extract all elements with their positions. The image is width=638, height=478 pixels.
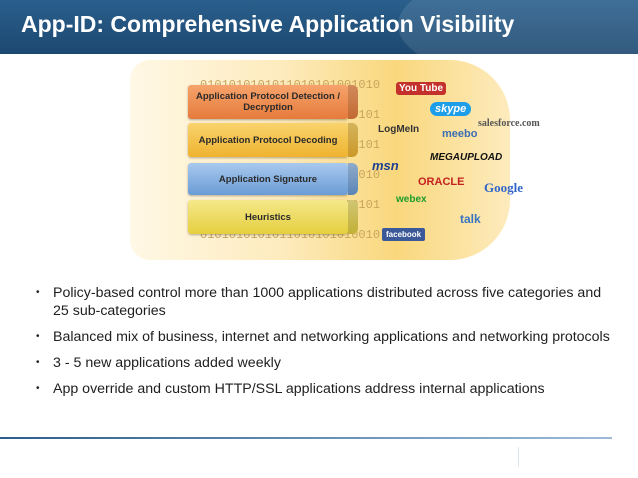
bullet-item: App override and custom HTTP/SSL applica… bbox=[32, 380, 617, 398]
msn-logo: msn bbox=[372, 158, 399, 173]
footer-tick-mark bbox=[518, 447, 519, 467]
slide-header: App-ID: Comprehensive Application Visibi… bbox=[0, 0, 638, 54]
logmein-logo: LogMeIn bbox=[378, 124, 420, 135]
footer-divider bbox=[0, 437, 612, 439]
salesforce-logo: salesforce.com bbox=[478, 118, 540, 129]
google-talk-logo: talk bbox=[460, 212, 481, 226]
bullet-item: Balanced mix of business, internet and n… bbox=[32, 328, 617, 346]
layer-protocol-detection: Application Protocol Detection / Decrypt… bbox=[188, 85, 348, 119]
header-swoosh-decoration bbox=[398, 0, 638, 54]
bullet-item: Policy-based control more than 1000 appl… bbox=[32, 284, 617, 320]
oracle-logo: ORACLE bbox=[418, 176, 465, 188]
youtube-logo: You Tube bbox=[396, 82, 447, 95]
skype-logo: skype bbox=[430, 102, 472, 116]
megaupload-logo: MEGAUPLOAD bbox=[430, 152, 503, 163]
layer-application-signature: Application Signature bbox=[188, 163, 348, 195]
google-logo: Google bbox=[484, 180, 523, 195]
facebook-logo: facebook bbox=[382, 228, 426, 241]
bullet-list: Policy-based control more than 1000 appl… bbox=[32, 284, 617, 406]
layer-protocol-decoding: Application Protocol Decoding bbox=[188, 123, 348, 157]
app-id-diagram: 0101010101011010101001010 10101010101010… bbox=[130, 60, 550, 260]
meebo-logo: meebo bbox=[442, 128, 478, 140]
webex-logo: webex bbox=[396, 194, 427, 205]
bullet-item: 3 - 5 new applications added weekly bbox=[32, 354, 617, 372]
layer-heuristics: Heuristics bbox=[188, 200, 348, 234]
slide-title: App-ID: Comprehensive Application Visibi… bbox=[21, 11, 515, 37]
